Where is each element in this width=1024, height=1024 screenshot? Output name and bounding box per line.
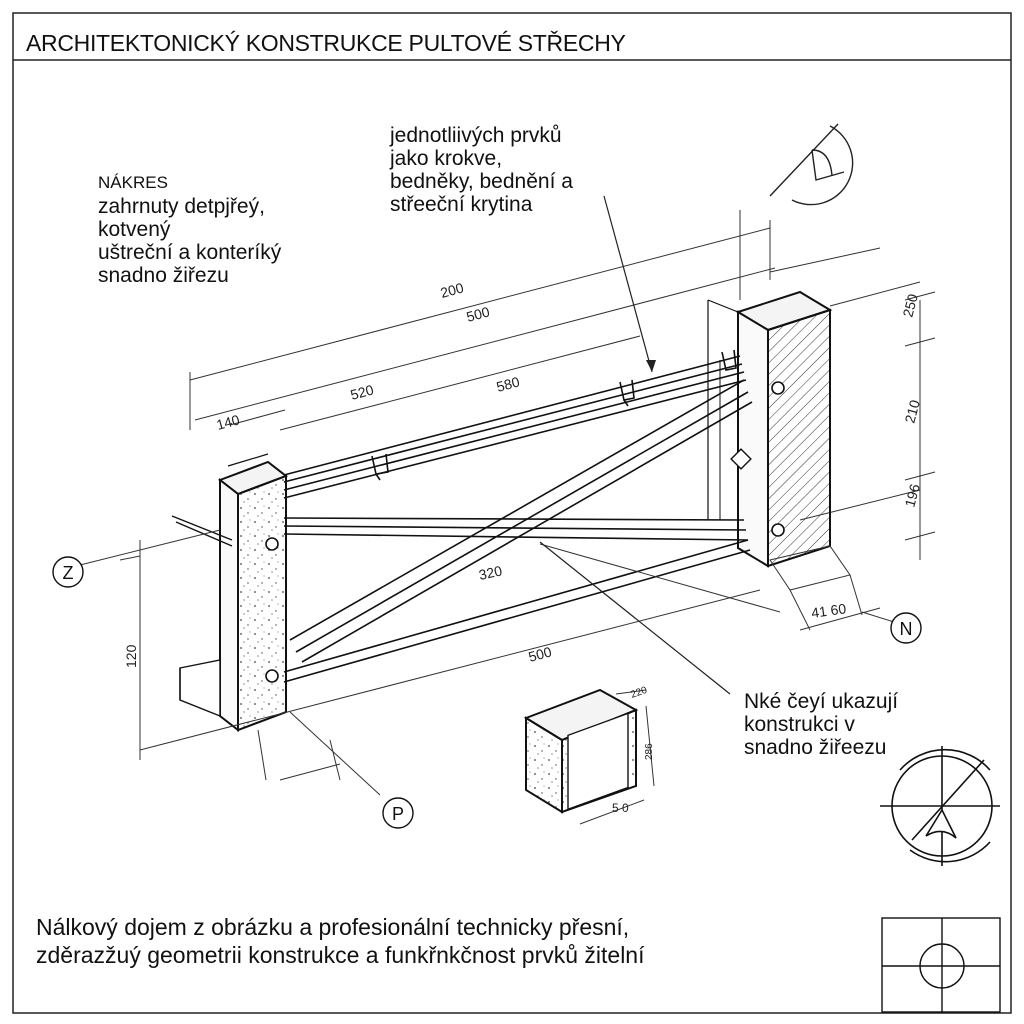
note-top-line-3: bedněky, bednění a: [390, 170, 573, 194]
right-footing: [769, 545, 895, 631]
dim-41-60: 41 60: [810, 600, 847, 621]
note-left: NÁKRES zahrnuty detpjřeý, kotvený uštreč…: [98, 173, 282, 287]
compass-symbol-icon: [880, 746, 1000, 866]
top-dimension-lines: [189, 210, 776, 431]
note-top: jednotliivých prvků jako krokve, bedněky…: [390, 124, 573, 216]
left-bolt-bottom-icon: [265, 669, 279, 683]
dim-120: 120: [123, 644, 139, 668]
section-dimension-lines: [579, 689, 655, 825]
left-pillar: [179, 453, 289, 733]
drawing-sheet: [12, 12, 1012, 1014]
top-beam: [283, 355, 747, 499]
dim-196: 196: [901, 482, 923, 509]
dim-140: 140: [215, 411, 242, 433]
right-bolt-top-icon: [771, 381, 785, 395]
note-right-line-1: Nké čeyí ukazují: [744, 690, 899, 713]
dim-500-top: 500: [465, 303, 492, 325]
top-note-leader: [603, 195, 653, 373]
dim-box-depth: 220: [629, 685, 649, 701]
bottom-description-line-2: zděrazžuý geometrii konstrukce a funkřnk…: [36, 941, 645, 968]
marker-n: [890, 612, 922, 644]
diamond-marker-icon: [730, 448, 752, 470]
note-left-line-4: uštreční a konteríký: [98, 240, 282, 264]
dim-520: 520: [349, 381, 376, 403]
sheet-frame: [12, 12, 1012, 1014]
dim-320: 320: [477, 562, 503, 583]
right-note-leader: [539, 541, 731, 695]
note-left-line-1: NÁKRES: [98, 173, 168, 192]
right-dimension-lines: [769, 247, 936, 560]
title-block: [881, 917, 1001, 1013]
note-top-line-4: střeeční krytina: [390, 193, 533, 217]
note-top-line-2: jako krokve,: [390, 147, 503, 171]
north-sketch-icon: [769, 123, 854, 206]
beam-clips: [371, 349, 737, 481]
dim-580: 580: [495, 373, 522, 395]
dim-250: 250: [899, 292, 921, 319]
bottom-dimension-lines: [59, 529, 761, 796]
note-right-line-3: snadno žiřeezu: [744, 736, 887, 760]
note-right: Nké čeyí ukazují konstrukci v snadno žiř…: [744, 690, 898, 759]
dim-box-height: 286: [644, 743, 655, 760]
note-right-line-2: konstrukci v: [744, 713, 855, 737]
marker-p: [382, 797, 414, 829]
cross-bracing: [283, 379, 753, 683]
beam-section-box: [523, 688, 639, 814]
right-pillar: [707, 290, 833, 568]
right-bolt-bottom-icon: [771, 523, 785, 537]
note-top-line-1: jednotliivých prvků: [390, 124, 562, 147]
marker-p-label: P: [392, 804, 404, 824]
marker-z: [52, 556, 84, 588]
note-left-line-5: snadno žiřezu: [98, 263, 229, 287]
note-left-line-3: kotvený: [98, 217, 171, 241]
bottom-description: Nálkový dojem z obrázku a profesionální …: [36, 914, 645, 969]
dim-210: 210: [901, 398, 923, 425]
marker-z-label: Z: [63, 563, 74, 583]
top-note-arrow-icon: [646, 360, 656, 372]
note-left-line-2: zahrnuty detpjřeý,: [98, 194, 265, 218]
drawing-title: ARCHITEKTONICKÝ KONSTRUKCE PULTOVÉ STŘEC…: [26, 30, 626, 56]
marker-n-label: N: [900, 619, 913, 639]
dim-320-leader: [539, 543, 781, 613]
bottom-description-line-1: Nálkový dojem z obrázku a profesionální …: [36, 914, 630, 940]
dim-500-bottom: 500: [527, 643, 554, 665]
dim-200: 200: [439, 279, 466, 301]
left-bolt-top-icon: [265, 537, 279, 551]
dim-box-width: 5 0: [612, 801, 629, 815]
middle-beam: [283, 517, 749, 541]
